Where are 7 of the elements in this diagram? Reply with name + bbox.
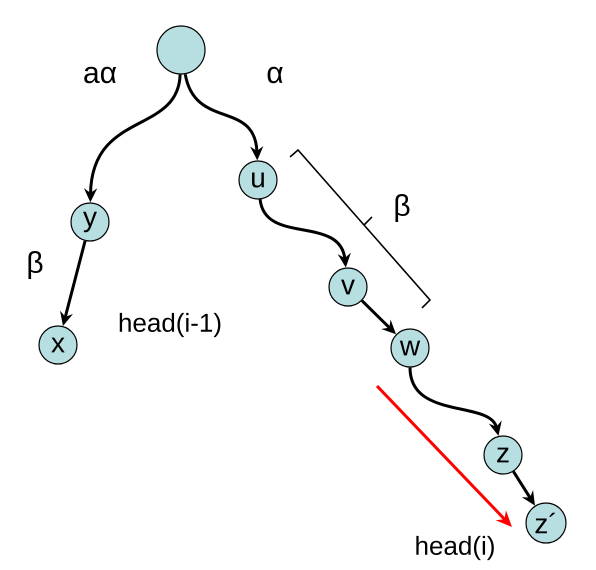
empty-circle [156,25,206,75]
text-label: β [395,194,410,222]
edge-label: α [268,66,283,84]
node-caption: head(i-1) [120,312,220,338]
edge-label: aα [84,66,116,84]
text-label: head(i) [416,536,494,560]
edge-label: β [28,251,42,279]
